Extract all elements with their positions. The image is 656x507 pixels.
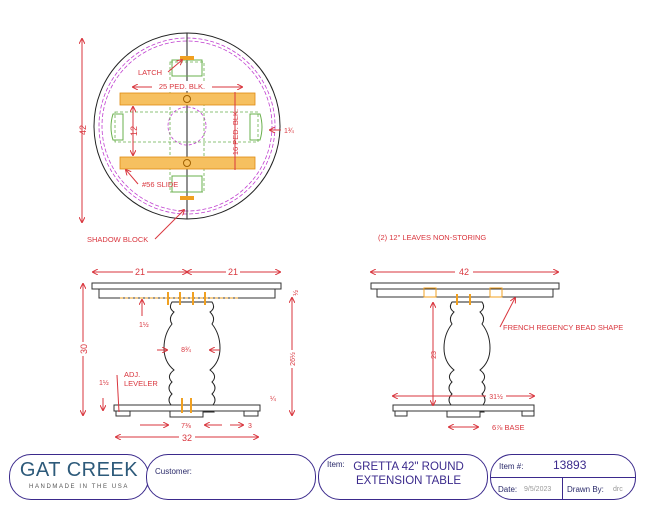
bead-shape-label: FRENCH REGENCY BEAD SHAPE bbox=[503, 323, 623, 332]
date-label: Date: bbox=[498, 485, 518, 494]
pedestal-width-label: 8¾ bbox=[181, 347, 191, 354]
info-panel: Item #: 13893 Date: 9/5/2023 Drawn By: d… bbox=[490, 454, 636, 500]
half-right-label: 21 bbox=[228, 267, 238, 277]
side-width-label: 42 bbox=[459, 267, 469, 277]
leveler-label-2: LEVELER bbox=[124, 379, 158, 388]
foot-label: 3 bbox=[248, 423, 252, 430]
side-pedestal bbox=[443, 301, 491, 413]
customer-label: Customer: bbox=[155, 467, 192, 476]
drawn-by-value: drc bbox=[613, 486, 623, 493]
center-block-label: 7⅜ bbox=[181, 423, 191, 430]
customer-panel: Customer: bbox=[146, 454, 316, 500]
ped-blk-16-label: 16 PED. BLK. bbox=[231, 109, 240, 155]
apron-depth-label: 1½ bbox=[139, 321, 149, 329]
apron-label: ½ bbox=[292, 290, 300, 296]
item-no-value: 13893 bbox=[553, 458, 587, 472]
slide-top bbox=[119, 92, 256, 106]
front-view: 21 21 30 26½ ½ 1½ 8¾ ADJ. LEVELER 1½ ¼ 7… bbox=[78, 266, 300, 443]
top-view: 42 25 PED. BLK. LATCH 12 16 PED. BLK. 1¾… bbox=[78, 32, 294, 244]
base-width-label: 32 bbox=[182, 433, 192, 443]
spacing-12-label: 12 bbox=[129, 126, 139, 136]
pedestal-height-label: 26½ bbox=[289, 352, 297, 366]
latch-label: LATCH bbox=[138, 68, 162, 77]
base-span-label: 31½ bbox=[489, 393, 503, 401]
shadow-block-label: SHADOW BLOCK bbox=[87, 235, 148, 244]
leveler-label-1: ADJ. bbox=[124, 370, 140, 379]
ped-blk-25-label: 25 PED. BLK. bbox=[159, 82, 205, 91]
base-label: 6⅞ BASE bbox=[492, 423, 525, 432]
date-value: 9/5/2023 bbox=[524, 486, 552, 493]
side-view: (2) 12" LEAVES NON-STORING 42 23 FRENCH … bbox=[371, 233, 623, 432]
slide-label: #56 SLIDE bbox=[142, 180, 178, 189]
drawn-by-label: Drawn By: bbox=[567, 485, 604, 494]
leveler-height-label: 1½ bbox=[99, 379, 109, 387]
item-name-line1: GRETTA 42" ROUND bbox=[353, 461, 464, 473]
logo-panel: GAT CREEK HANDMADE IN THE USA bbox=[9, 454, 149, 500]
pedestal bbox=[163, 301, 221, 413]
item-no-label: Item #: bbox=[499, 462, 524, 471]
item-panel: Item: GRETTA 42" ROUND EXTENSION TABLE bbox=[318, 454, 488, 500]
side-height-label: 23 bbox=[431, 351, 438, 359]
edge-label: 1¾ bbox=[284, 128, 294, 135]
leaves-note: (2) 12" LEAVES NON-STORING bbox=[378, 233, 486, 242]
brand-logo: GAT CREEK bbox=[19, 459, 139, 481]
half-left-label: 21 bbox=[135, 267, 145, 277]
height-30-label: 30 bbox=[79, 344, 89, 354]
foot-height-label: ¼ bbox=[270, 396, 276, 403]
brand-tagline: HANDMADE IN THE USA bbox=[29, 484, 129, 490]
top-diameter-label: 42 bbox=[78, 125, 88, 135]
item-label: Item: bbox=[327, 460, 345, 469]
item-name-line2: EXTENSION TABLE bbox=[356, 475, 462, 487]
slide-bottom bbox=[119, 156, 256, 170]
